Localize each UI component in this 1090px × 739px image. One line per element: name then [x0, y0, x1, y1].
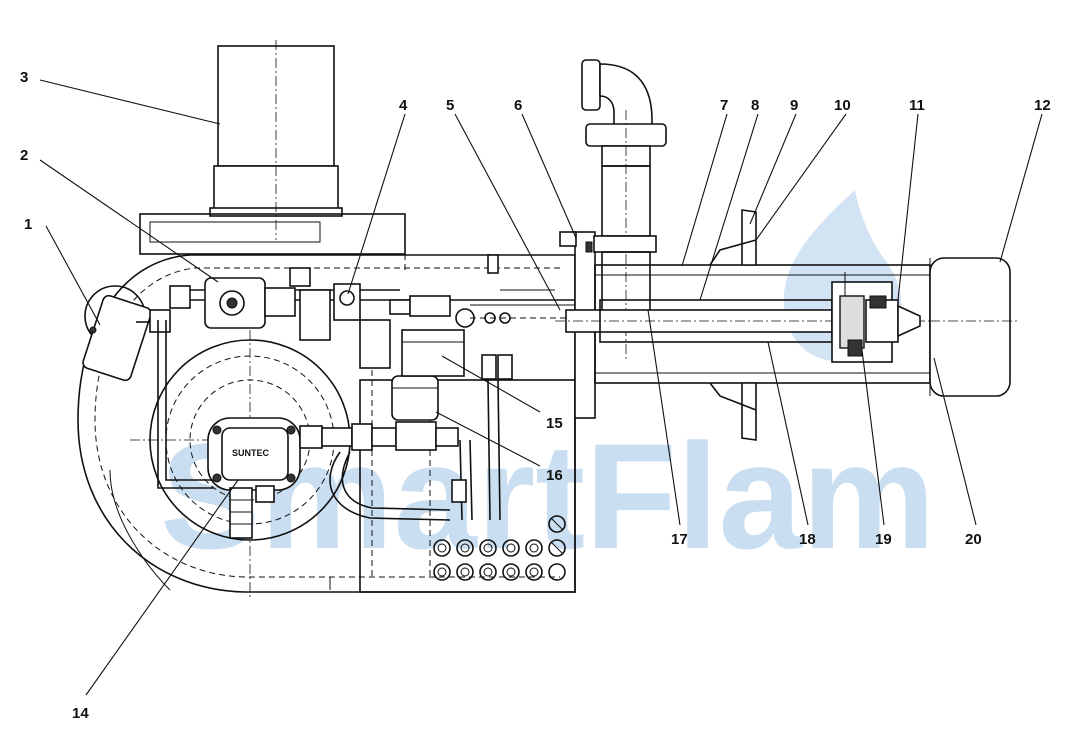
callout-11: 11	[909, 97, 925, 114]
leader-9	[749, 113, 797, 225]
callout-15: 15	[546, 415, 563, 432]
leader-19	[861, 349, 885, 526]
air-damper-servomotor	[82, 285, 171, 382]
callout-20: 20	[965, 531, 982, 548]
oil-pump: SUNTEC	[207, 417, 459, 539]
callout-3: 3	[20, 69, 28, 86]
leader-18	[767, 341, 809, 526]
leader-20	[933, 357, 977, 526]
callout-7: 7	[720, 97, 728, 114]
combustion-head	[831, 272, 921, 363]
leader-1	[45, 225, 101, 326]
oil-pipework	[157, 254, 580, 489]
callout-19: 19	[875, 531, 892, 548]
leader-8	[699, 113, 759, 301]
callout-6: 6	[514, 97, 522, 114]
oil-hoses	[329, 354, 513, 521]
leader-12	[999, 113, 1043, 263]
callout-4: 4	[399, 97, 408, 114]
callout-16: 16	[546, 467, 563, 484]
leader-16	[435, 411, 541, 467]
callout-12: 12	[1034, 97, 1051, 114]
flame-tube-end	[929, 257, 1020, 397]
leader-7	[681, 113, 728, 267]
callout-10: 10	[834, 97, 851, 114]
inlet-elbow	[581, 59, 667, 360]
leader-3	[39, 79, 221, 125]
leader-5	[454, 113, 561, 311]
leader-17	[647, 309, 681, 526]
callout-labels: 1 2 3 4 5 6 7 8 9 10 11 12 14 15 16 17 1…	[20, 69, 1051, 722]
callout-17: 17	[671, 531, 688, 548]
terminal-block	[433, 515, 566, 581]
watermark: SmartFlam	[160, 190, 935, 580]
leader-10	[755, 113, 847, 241]
leader-6	[521, 113, 577, 239]
leader-14	[85, 479, 239, 696]
callout-5: 5	[446, 97, 454, 114]
callout-14: 14	[72, 705, 89, 722]
leader-4	[347, 113, 406, 295]
leader-lines	[39, 79, 1043, 696]
leader-2	[39, 159, 219, 283]
leader-15	[441, 355, 541, 413]
callout-9: 9	[790, 97, 798, 114]
solenoid-valve	[391, 329, 465, 421]
callout-2: 2	[20, 147, 28, 164]
leader-11	[897, 113, 919, 301]
callout-18: 18	[799, 531, 816, 548]
motor	[139, 40, 406, 270]
callout-8: 8	[751, 97, 759, 114]
callout-1: 1	[24, 216, 32, 233]
pump-brand-label: SUNTEC	[232, 448, 270, 458]
